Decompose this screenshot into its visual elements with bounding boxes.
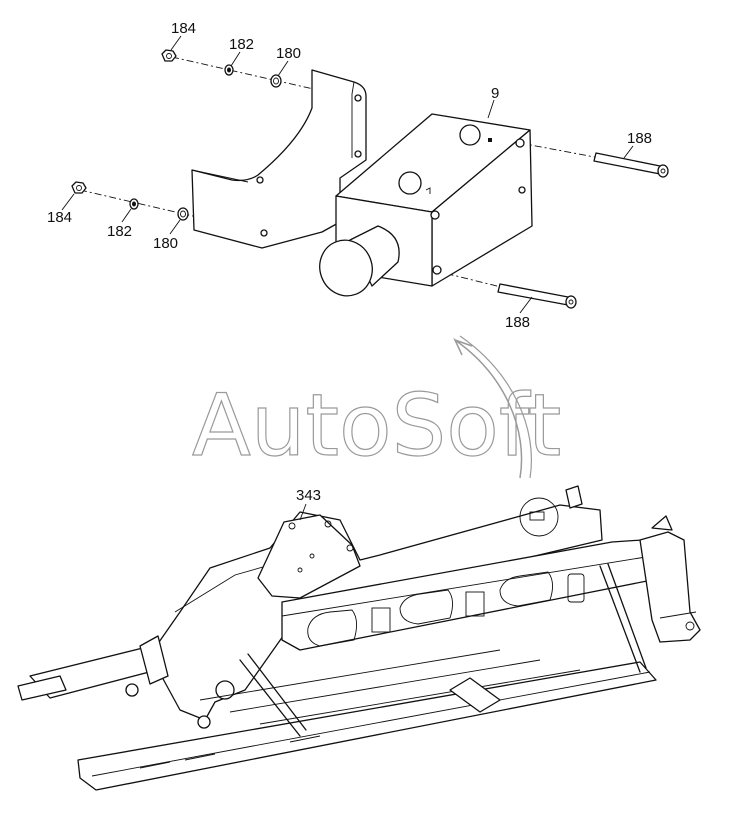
centerline-lower-bolt	[431, 269, 506, 289]
callout-bolt-lower: 188	[505, 314, 530, 331]
lock-washer-top	[224, 64, 234, 76]
flat-washer-top	[270, 74, 282, 88]
callout-flat-washer-bottom: 180	[153, 235, 178, 252]
bolt-upper	[593, 152, 669, 178]
callout-frame: 343	[296, 487, 321, 504]
callout-nut-bottom: 184	[47, 209, 72, 226]
nut-bottom	[71, 181, 87, 194]
main-frame	[17, 485, 701, 791]
mounting-bracket	[191, 69, 367, 249]
flat-washer-bottom	[177, 207, 189, 221]
counterweight-assembly	[61, 35, 669, 314]
callouts: 184 182 180 9 188 184 182 180 188 343	[47, 20, 652, 504]
callout-counterweight: 9	[491, 85, 499, 102]
watermark: AutoSoft	[191, 335, 562, 479]
nut-top	[161, 49, 177, 62]
watermark-arrow	[453, 337, 523, 479]
counterweight-block	[335, 113, 533, 287]
tower-bracket	[257, 514, 361, 599]
bolt-lower	[497, 283, 577, 309]
callout-nut-top: 184	[171, 20, 196, 37]
callout-bolt-upper: 188	[627, 130, 652, 147]
lock-washer-bottom	[129, 198, 139, 210]
callout-flat-washer-top: 180	[276, 45, 301, 62]
centerline-top-nut	[171, 56, 363, 101]
counterweight-boss	[319, 225, 400, 297]
detail-circle	[519, 497, 559, 537]
centerline-right-bolt	[519, 142, 601, 159]
callout-lock-washer-bottom: 182	[107, 223, 132, 240]
callout-lock-washer-top: 182	[229, 36, 254, 53]
watermark-text: AutoSoft	[192, 376, 561, 476]
